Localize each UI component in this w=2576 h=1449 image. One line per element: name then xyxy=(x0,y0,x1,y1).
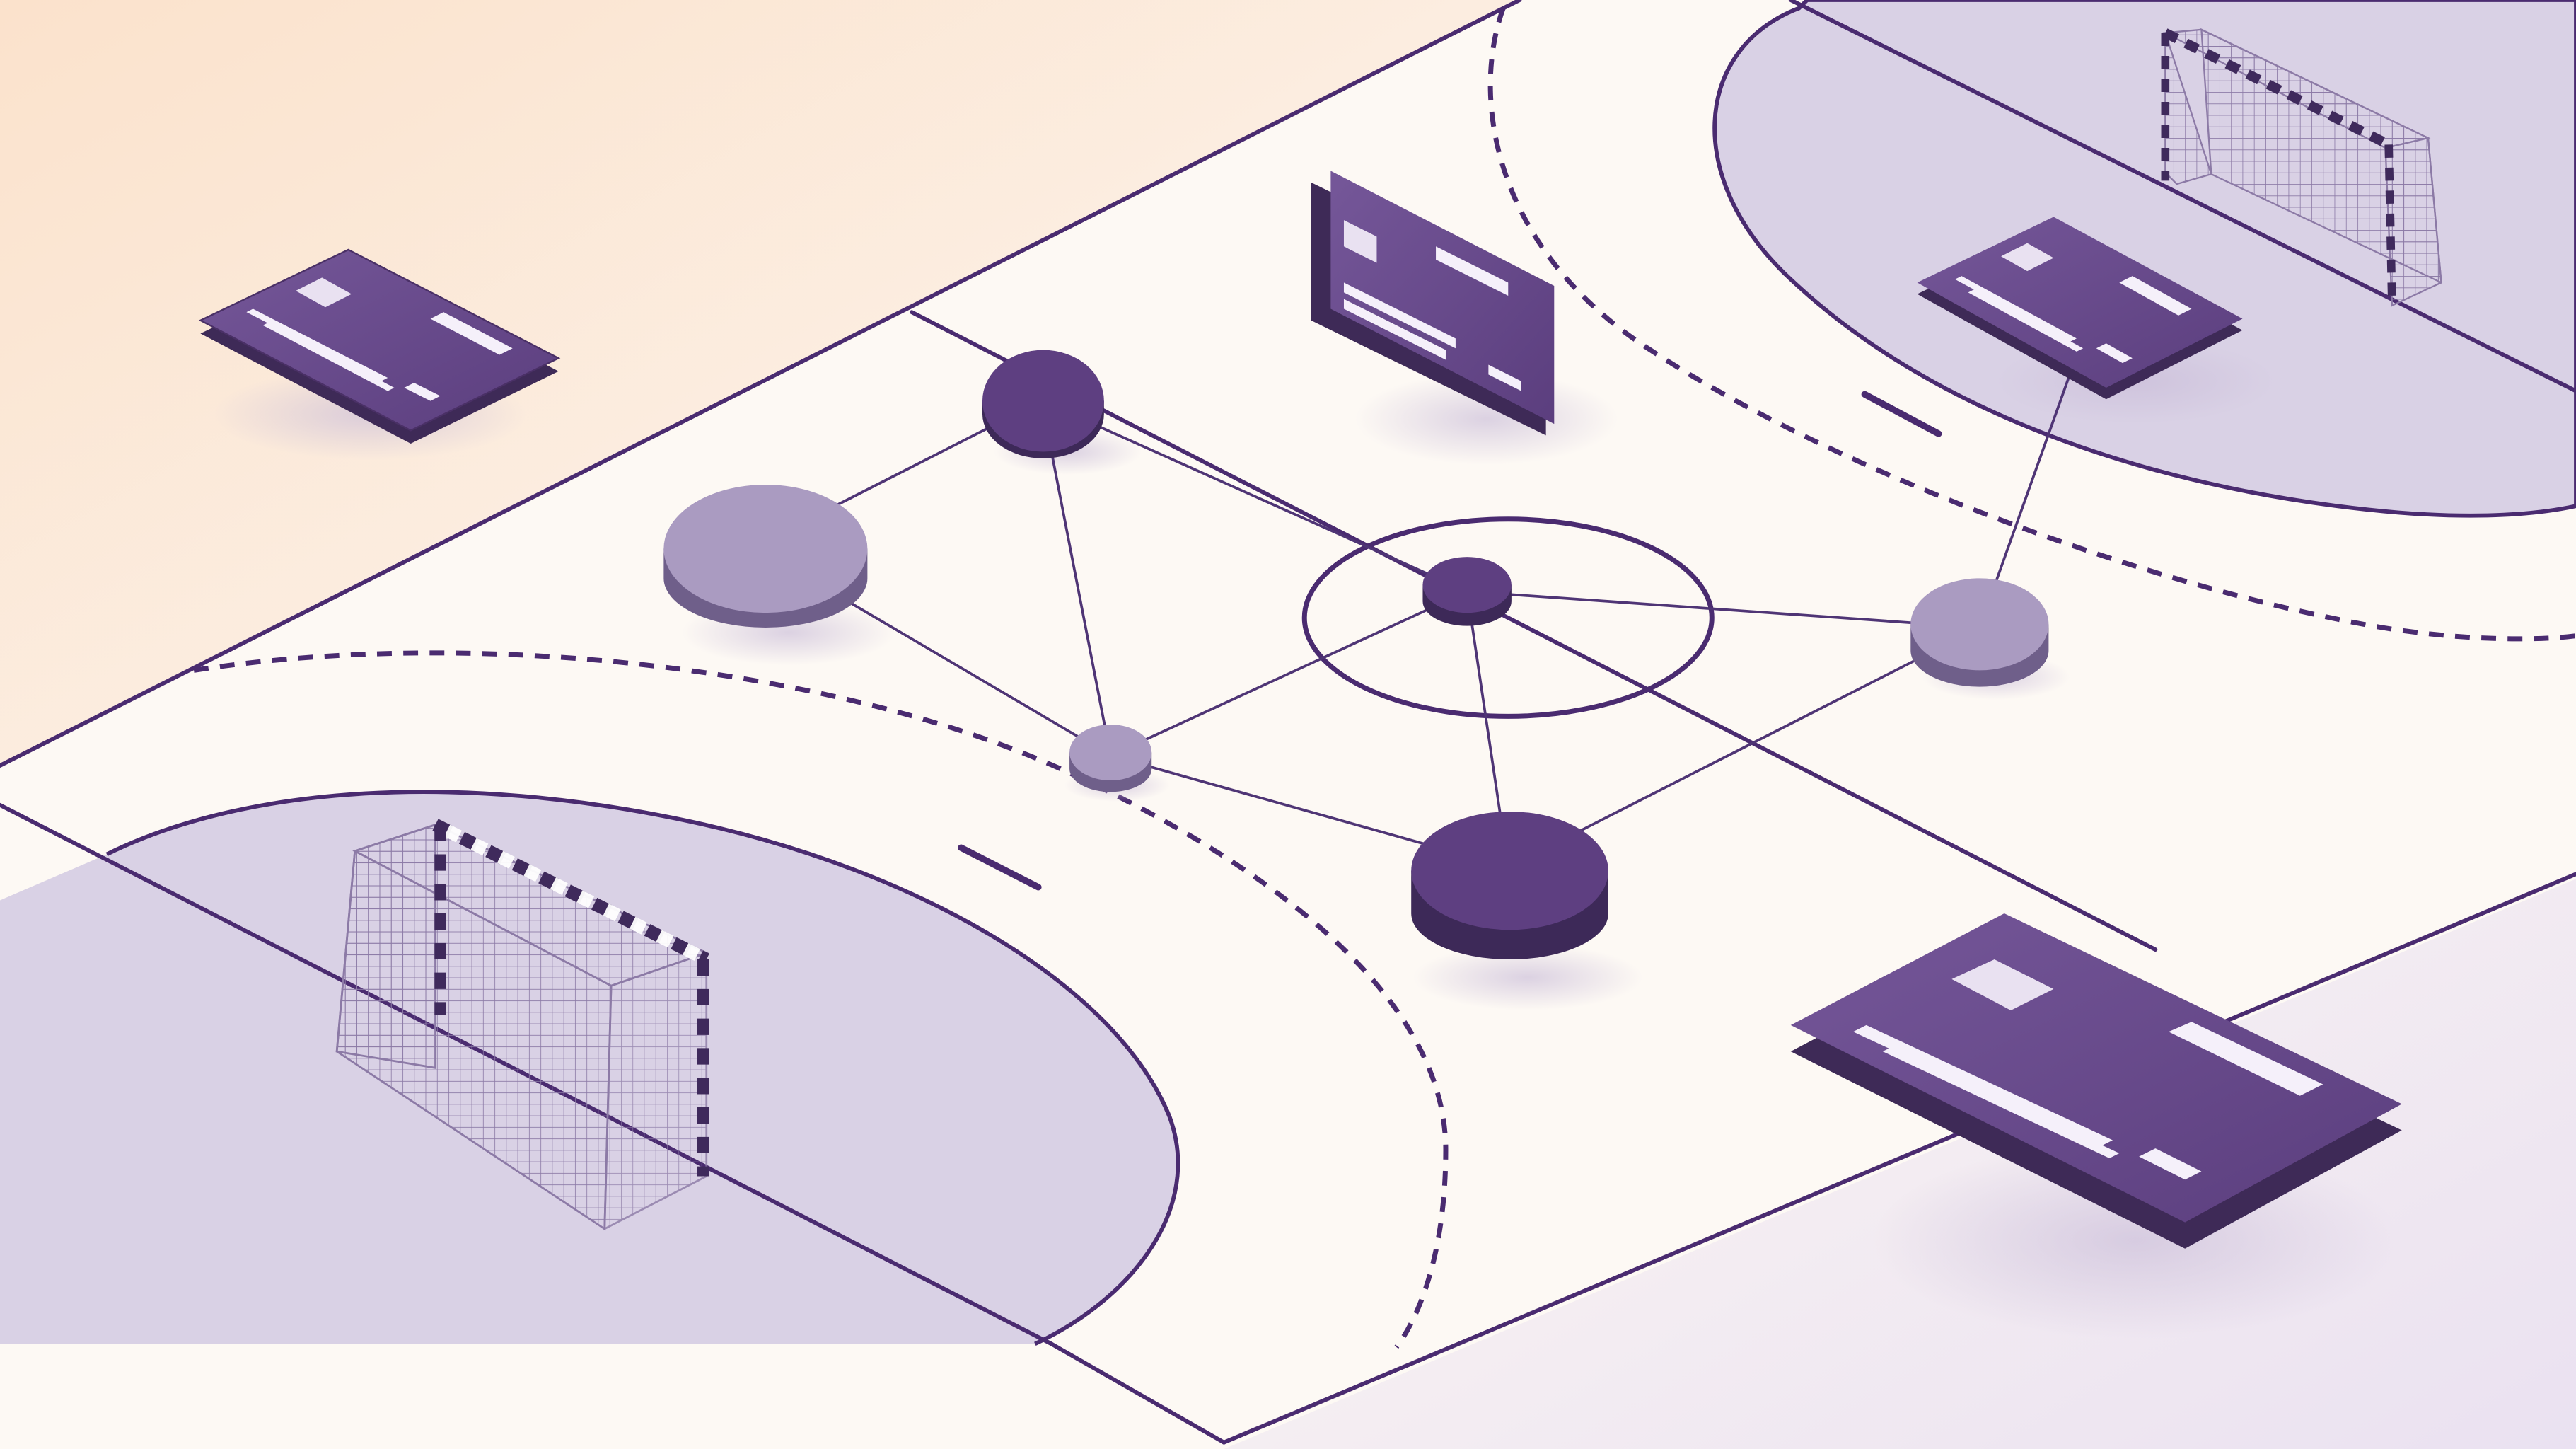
seven-meter-mark-left xyxy=(958,844,1042,891)
center-circle xyxy=(1301,516,1715,719)
payment-card-icon xyxy=(198,248,561,444)
handball-goal-icon xyxy=(335,819,709,1231)
center-line xyxy=(910,310,2158,952)
network-nodes xyxy=(663,350,2049,960)
payment-card-icon xyxy=(1917,217,2243,400)
payment-card-icon xyxy=(1790,913,2402,1249)
goal-line-right xyxy=(1788,0,2576,393)
sideline-right xyxy=(1222,872,2576,1445)
network-node-icon xyxy=(982,350,1104,458)
payment-cards xyxy=(198,171,2402,1249)
goal-area-left-line xyxy=(105,790,1180,1346)
sideline-left xyxy=(0,0,1522,768)
handball-goal-icon xyxy=(2161,28,2442,307)
network-node-icon xyxy=(663,484,868,628)
network-node-icon xyxy=(1411,812,1608,960)
seven-meter-mark-right xyxy=(1861,391,1942,437)
payment-card-icon xyxy=(1311,171,1555,436)
network-node-icon xyxy=(1069,724,1152,792)
network-node-icon xyxy=(1910,578,2049,687)
free-throw-line-right xyxy=(1487,7,2576,642)
goals xyxy=(335,28,2442,1231)
court-edge-bottom xyxy=(1049,1341,1226,1445)
network-node-icon xyxy=(1422,557,1512,626)
